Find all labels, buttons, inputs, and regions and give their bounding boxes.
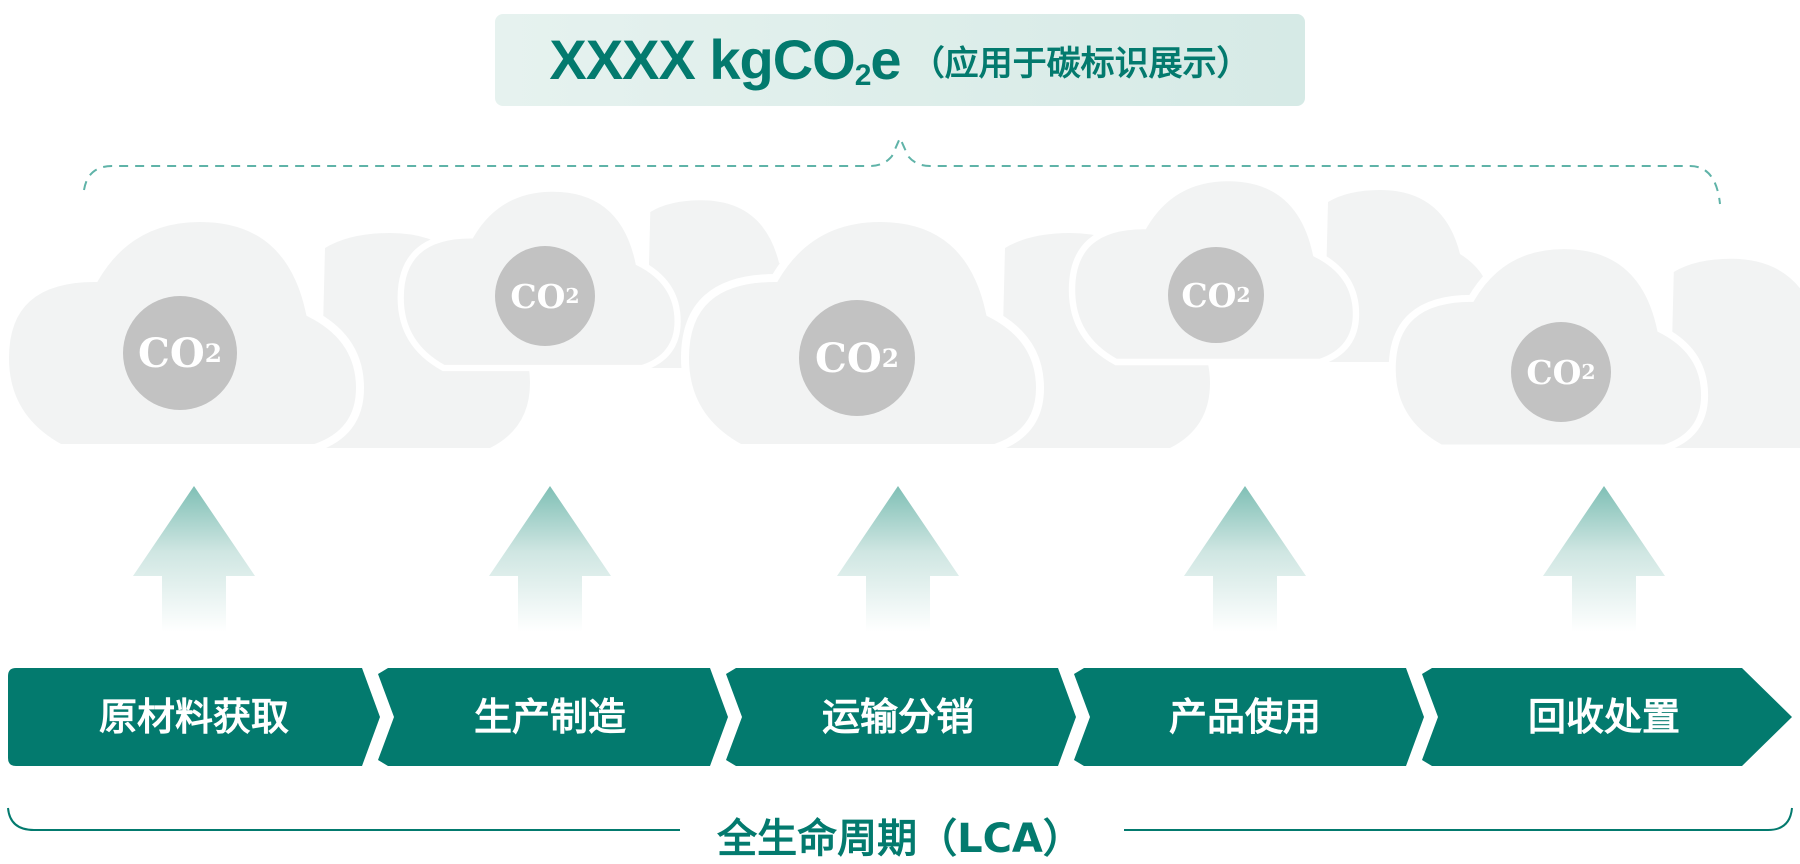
emission-arrow-icon — [837, 486, 959, 632]
stage-label: 生产制造 — [473, 694, 626, 739]
stage-chevron-5 — [1422, 668, 1792, 766]
emission-arrow-icon — [1543, 486, 1665, 632]
lca-bracket-right — [1124, 807, 1793, 831]
carbon-total-note: （应用于碳标识展示） — [910, 43, 1251, 84]
carbon-total-banner: XXXX kgCO2e （应用于碳标识展示） — [495, 14, 1305, 106]
lca-bracket-left — [7, 807, 680, 831]
summary-bracket — [83, 135, 1721, 205]
emission-arrow-icon — [489, 486, 611, 632]
stage-chevron-2 — [378, 668, 728, 766]
stage-chevron-3 — [726, 668, 1076, 766]
stage-label: 运输分销 — [821, 694, 974, 739]
stage-chevron-4 — [1074, 668, 1424, 766]
stage-label: 回收处置 — [1527, 694, 1680, 739]
lifecycle-label: 全生命周期（LCA） — [717, 816, 1083, 862]
emission-arrow-icon — [133, 486, 255, 632]
stage-label: 产品使用 — [1168, 694, 1321, 739]
emission-arrow-icon — [1184, 486, 1306, 632]
stage-chevron-1 — [8, 668, 380, 766]
carbon-total-value: XXXX kgCO2e — [549, 28, 901, 92]
stage-label: 原材料获取 — [98, 694, 289, 739]
